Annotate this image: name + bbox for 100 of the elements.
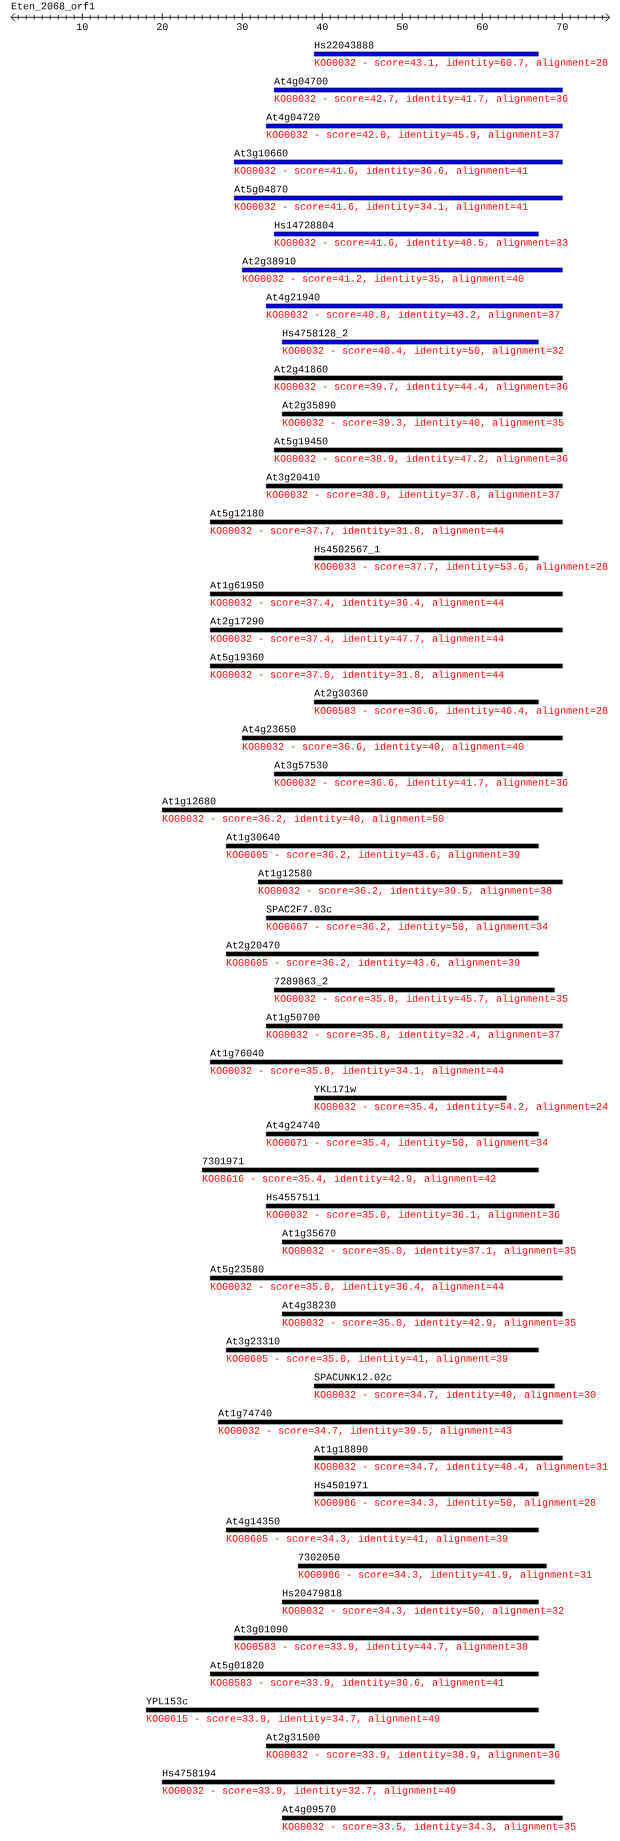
- hit-score-text: KOG0605 - score=36.2, identity=43.6, alignment=39: [226, 958, 520, 968]
- hit-score-text: KOG0032 - score=37.7, identity=31.8, alignment=44: [210, 526, 504, 536]
- hit-score-text: KOG0032 - score=35.8, identity=34.1, alignment=44: [210, 1066, 504, 1076]
- hit-score-text: KOG0032 - score=37.4, identity=36.4, alignment=44: [210, 598, 504, 608]
- hit-score-text: KOG0032 - score=40.4, identity=50, alignment=32: [282, 346, 564, 356]
- gene-name: At3g20410: [266, 473, 320, 483]
- hit-score-text: KOG0032 - score=40.8, identity=43.2, alignment=37: [266, 310, 560, 320]
- gene-name: 7302050: [298, 1553, 340, 1561]
- gene-name: At4g24740: [266, 1121, 320, 1131]
- gene-name: At3g23310: [226, 1337, 280, 1347]
- hit-score-text: KOG0032 - score=36.2, identity=39.5, alignment=38: [258, 886, 552, 896]
- hit-score-text: KOG0032 - score=41.6, identity=34.1, alignment=41: [234, 202, 528, 212]
- gene-name: Hs4758128_2: [282, 329, 348, 338]
- hit-score-text: KOG0032 - score=41.2, identity=35, alignment=40: [242, 274, 524, 284]
- hit-score-text: KOG0033 - score=37.7, identity=53.6, alignment=28: [314, 562, 608, 572]
- hit-score-text: KOG0032 - score=33.9, identity=32.7, alignment=49: [162, 1786, 456, 1796]
- gene-name: At4g04700: [274, 77, 328, 87]
- hit-score-text: KOG0032 - score=36.6, identity=40, alignment=40: [242, 742, 524, 752]
- hit-score-text: KOG0032 - score=34.7, identity=39.5, alignment=43: [218, 1426, 512, 1436]
- gene-name: At4g04720: [266, 113, 320, 123]
- gene-name: At5g19450: [274, 437, 328, 447]
- gene-name: At3g10660: [234, 149, 288, 159]
- hit-score-text: KOG0605 - score=35.0, identity=41, alignment=39: [226, 1354, 508, 1364]
- gene-name: At4g14350: [226, 1517, 280, 1527]
- hit-score-text: KOG0032 - score=35.0, identity=42.9, alignment=35: [282, 1318, 576, 1328]
- hit-score-text: KOG0032 - score=35.0, identity=36.4, alignment=44: [210, 1282, 504, 1292]
- tick-label: 20: [157, 23, 168, 31]
- hit-score-text: KOG0032 - score=38.9, identity=37.8, alignment=37: [266, 490, 560, 500]
- gene-name: At4g38230: [282, 1301, 336, 1311]
- tick-label: 10: [77, 23, 88, 31]
- gene-name: At4g09570: [282, 1805, 336, 1815]
- gene-name: At4g21940: [266, 293, 320, 303]
- gene-name: Hs20479818: [282, 1589, 342, 1597]
- gene-name: At2g41860: [274, 365, 328, 375]
- gene-name: 7301971: [202, 1157, 244, 1165]
- gene-name: At5g23580: [210, 1265, 264, 1275]
- hit-score-text: KOG0032 - score=34.7, identity=40, alignment=30: [314, 1390, 596, 1400]
- hit-score-text: KOG0032 - score=34.3, identity=50, alignment=32: [282, 1606, 564, 1616]
- gene-name: SPACUNK12.02c: [314, 1373, 392, 1381]
- gene-name: At3g57530: [274, 761, 328, 771]
- gene-name: Hs22043888: [314, 41, 374, 49]
- hit-score-text: KOG0032 - score=37.0, identity=31.8, alignment=44: [210, 670, 504, 680]
- hit-score-text: KOG0986 - score=34.3, identity=41.9, alignment=31: [298, 1570, 592, 1580]
- hit-score-text: KOG0032 - score=41.6, identity=36.6, alignment=41: [234, 166, 528, 176]
- gene-name: At2g30360: [314, 689, 368, 699]
- gene-name: At2g35890: [282, 401, 336, 411]
- hit-score-text: KOG0667 - score=36.2, identity=50, alignment=34: [266, 922, 548, 932]
- hit-score-text: KOG0583 - score=33.9, identity=36.6, alignment=41: [210, 1678, 504, 1688]
- hit-score-text: KOG0583 - score=33.9, identity=44.7, alignment=38: [234, 1642, 528, 1652]
- gene-name: Hs4502567_1: [314, 545, 380, 554]
- hit-score-text: KOG0583 - score=36.6, identity=46.4, alignment=28: [314, 706, 608, 716]
- gene-name: At1g18890: [314, 1445, 368, 1455]
- hit-score-text: KOG0615 - score=33.9, identity=34.7, alignment=49: [146, 1714, 440, 1724]
- gene-name: At1g50700: [266, 1013, 320, 1023]
- gene-name: At3g01090: [234, 1625, 288, 1635]
- gene-name: At1g12680: [162, 797, 216, 807]
- gene-name: SPAC2F7.03c: [266, 905, 332, 913]
- tick-label: 50: [396, 23, 408, 31]
- gene-name: 7289863_2: [274, 977, 328, 986]
- hit-score-text: KOG0986 - score=34.3, identity=50, alignment=28: [314, 1498, 596, 1508]
- hit-score-text: KOG0032 - score=42.0, identity=45.9, alignment=37: [266, 130, 560, 140]
- gene-name: Hs4758194: [162, 1769, 216, 1777]
- tick-label: 60: [477, 23, 488, 31]
- gene-name: At1g35670: [282, 1229, 336, 1239]
- hit-score-text: KOG0032 - score=35.8, identity=45.7, alignment=35: [274, 994, 568, 1004]
- hit-score-text: KOG0032 - score=33.9, identity=38.9, alignment=36: [266, 1750, 560, 1760]
- hit-score-text: KOG0032 - score=37.4, identity=47.7, alignment=44: [210, 634, 504, 644]
- hit-score-text: KOG0032 - score=39.7, identity=44.4, alignment=36: [274, 382, 568, 392]
- gene-name: At1g74740: [218, 1409, 272, 1419]
- hit-score-text: KOG0605 - score=36.2, identity=43.6, alignment=39: [226, 850, 520, 860]
- gene-name: Hs4557511: [266, 1193, 320, 1201]
- gene-name: At1g12580: [258, 869, 312, 879]
- gene-name: At1g30640: [226, 833, 280, 843]
- hit-score-text: KOG0032 - score=35.8, identity=32.4, alignment=37: [266, 1030, 560, 1040]
- gene-name: At5g19360: [210, 653, 264, 663]
- hit-score-text: KOG0032 - score=34.7, identity=48.4, alignment=31: [314, 1462, 608, 1472]
- gene-name: At2g17290: [210, 617, 264, 627]
- gene-name: At2g31500: [266, 1733, 320, 1743]
- title: Eten_2068_orf1: [11, 2, 95, 11]
- gene-name: At5g04870: [234, 185, 288, 195]
- tick-label: 30: [236, 23, 248, 31]
- hit-score-text: KOG0032 - score=41.6, identity=48.5, alignment=33: [274, 238, 568, 248]
- gene-name: At4g23650: [242, 725, 296, 735]
- gene-name: YPL153c: [146, 1697, 188, 1705]
- gene-name: At5g01820: [210, 1661, 264, 1671]
- tick-label: 70: [557, 23, 568, 31]
- gene-name: At1g76040: [210, 1049, 264, 1059]
- hit-score-text: KOG0605 - score=34.3, identity=41, alignment=39: [226, 1534, 508, 1544]
- gene-name: At2g38910: [242, 257, 296, 267]
- gene-name: YKL171w: [314, 1085, 356, 1093]
- hit-score-text: KOG0032 - score=36.6, identity=41.7, alignment=36: [274, 778, 568, 788]
- gene-name: Hs4501971: [314, 1481, 368, 1489]
- hit-score-text: KOG0032 - score=35.0, identity=37.1, alignment=35: [282, 1246, 576, 1256]
- hit-score-text: KOG0032 - score=42.7, identity=41.7, alignment=36: [274, 94, 568, 104]
- gene-name: At2g20470: [226, 941, 280, 951]
- hit-score-text: KOG0032 - score=43.1, identity=60.7, alignment=28: [314, 58, 608, 68]
- hit-score-text: KOG0032 - score=39.3, identity=40, alignment=35: [282, 418, 564, 428]
- tick-label: 40: [316, 23, 328, 31]
- hit-score-text: KOG0032 - score=35.0, identity=36.1, alignment=36: [266, 1210, 560, 1220]
- hit-score-text: KOG0032 - score=38.9, identity=47.2, alignment=36: [274, 454, 568, 464]
